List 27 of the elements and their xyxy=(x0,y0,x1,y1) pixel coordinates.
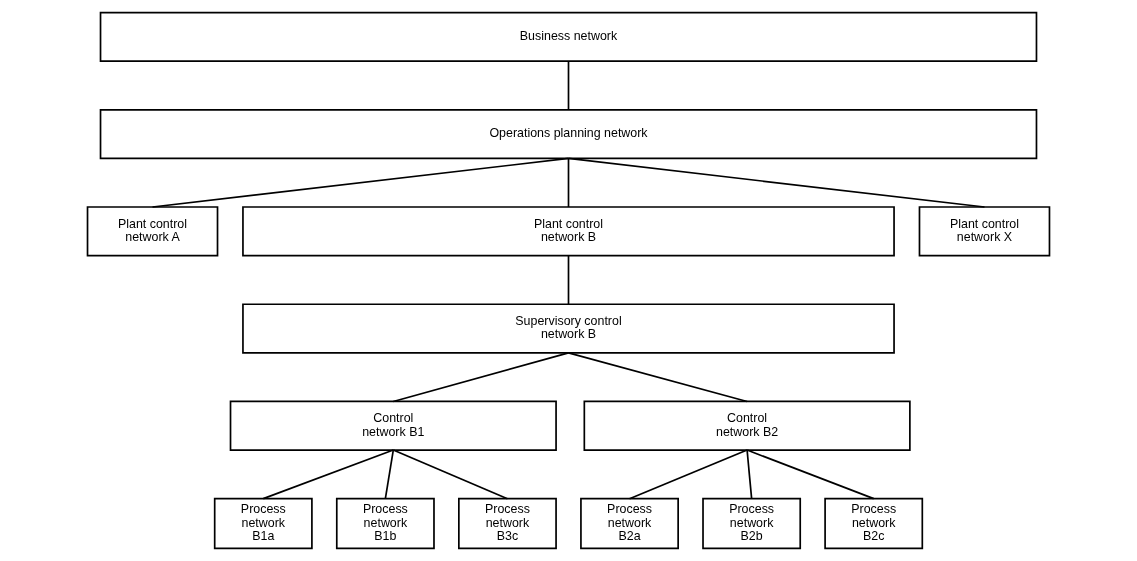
connector xyxy=(567,157,986,208)
node-box: Operations planning network xyxy=(99,108,1038,160)
connector xyxy=(384,449,395,500)
node-box: Process network B2b xyxy=(702,497,802,550)
connector xyxy=(567,157,570,208)
connector xyxy=(392,352,570,403)
node-box: Control network B2 xyxy=(583,400,911,451)
node-box: Business network xyxy=(99,11,1038,63)
node-box: Process network B2c xyxy=(824,497,924,550)
node-box: Process network B1a xyxy=(213,497,313,550)
connector xyxy=(262,449,395,500)
node-box: Control network B1 xyxy=(229,400,557,451)
connector xyxy=(151,157,570,208)
node-box: Process network B3c xyxy=(458,497,557,550)
node-box: Plant control network X xyxy=(918,206,1051,257)
connector xyxy=(746,449,875,500)
connector xyxy=(628,449,748,500)
node-box: Process network B1b xyxy=(335,497,435,550)
node-box: Plant control network B xyxy=(242,206,895,257)
node-box: Process network B2a xyxy=(580,497,679,550)
connector xyxy=(392,449,509,500)
connector xyxy=(746,449,753,500)
connector xyxy=(567,352,748,403)
node-box: Supervisory control network B xyxy=(242,303,895,354)
connector xyxy=(567,60,570,111)
connector xyxy=(567,254,570,306)
node-box: Plant control network A xyxy=(86,206,219,257)
